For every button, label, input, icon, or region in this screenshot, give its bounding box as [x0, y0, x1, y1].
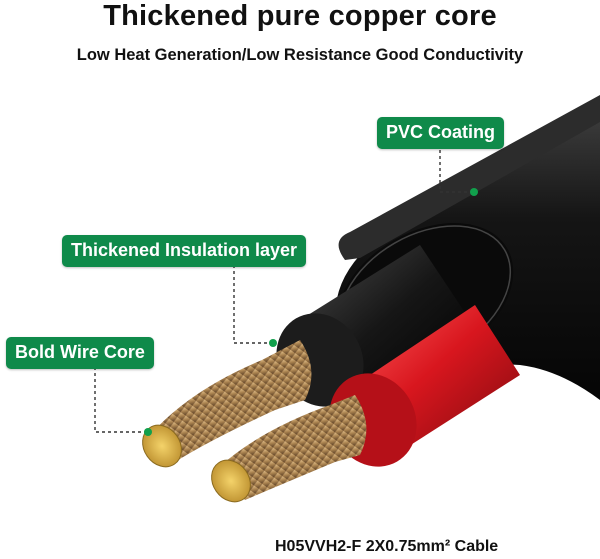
cable-caption: H05VVH2-F 2X0.75mm² Cable: [275, 538, 499, 555]
leader-dot-insulation: [269, 339, 277, 347]
copper-core-left: [142, 340, 312, 468]
leader-lines: [94, 150, 474, 433]
leader-dot-core: [144, 428, 152, 436]
leader-pvc: [439, 150, 474, 193]
page-title: Thickened pure copper core: [103, 0, 497, 32]
copper-core-right: [211, 395, 367, 503]
leader-core: [94, 367, 148, 433]
label-wire-core: Bold Wire Core: [6, 337, 154, 369]
label-insulation-layer: Thickened Insulation layer: [62, 235, 307, 267]
leader-insulation: [233, 265, 273, 344]
label-pvc-coating: PVC Coating: [377, 117, 505, 149]
leader-dot-pvc: [470, 188, 478, 196]
page-subtitle: Low Heat Generation/Low Resistance Good …: [76, 46, 524, 64]
